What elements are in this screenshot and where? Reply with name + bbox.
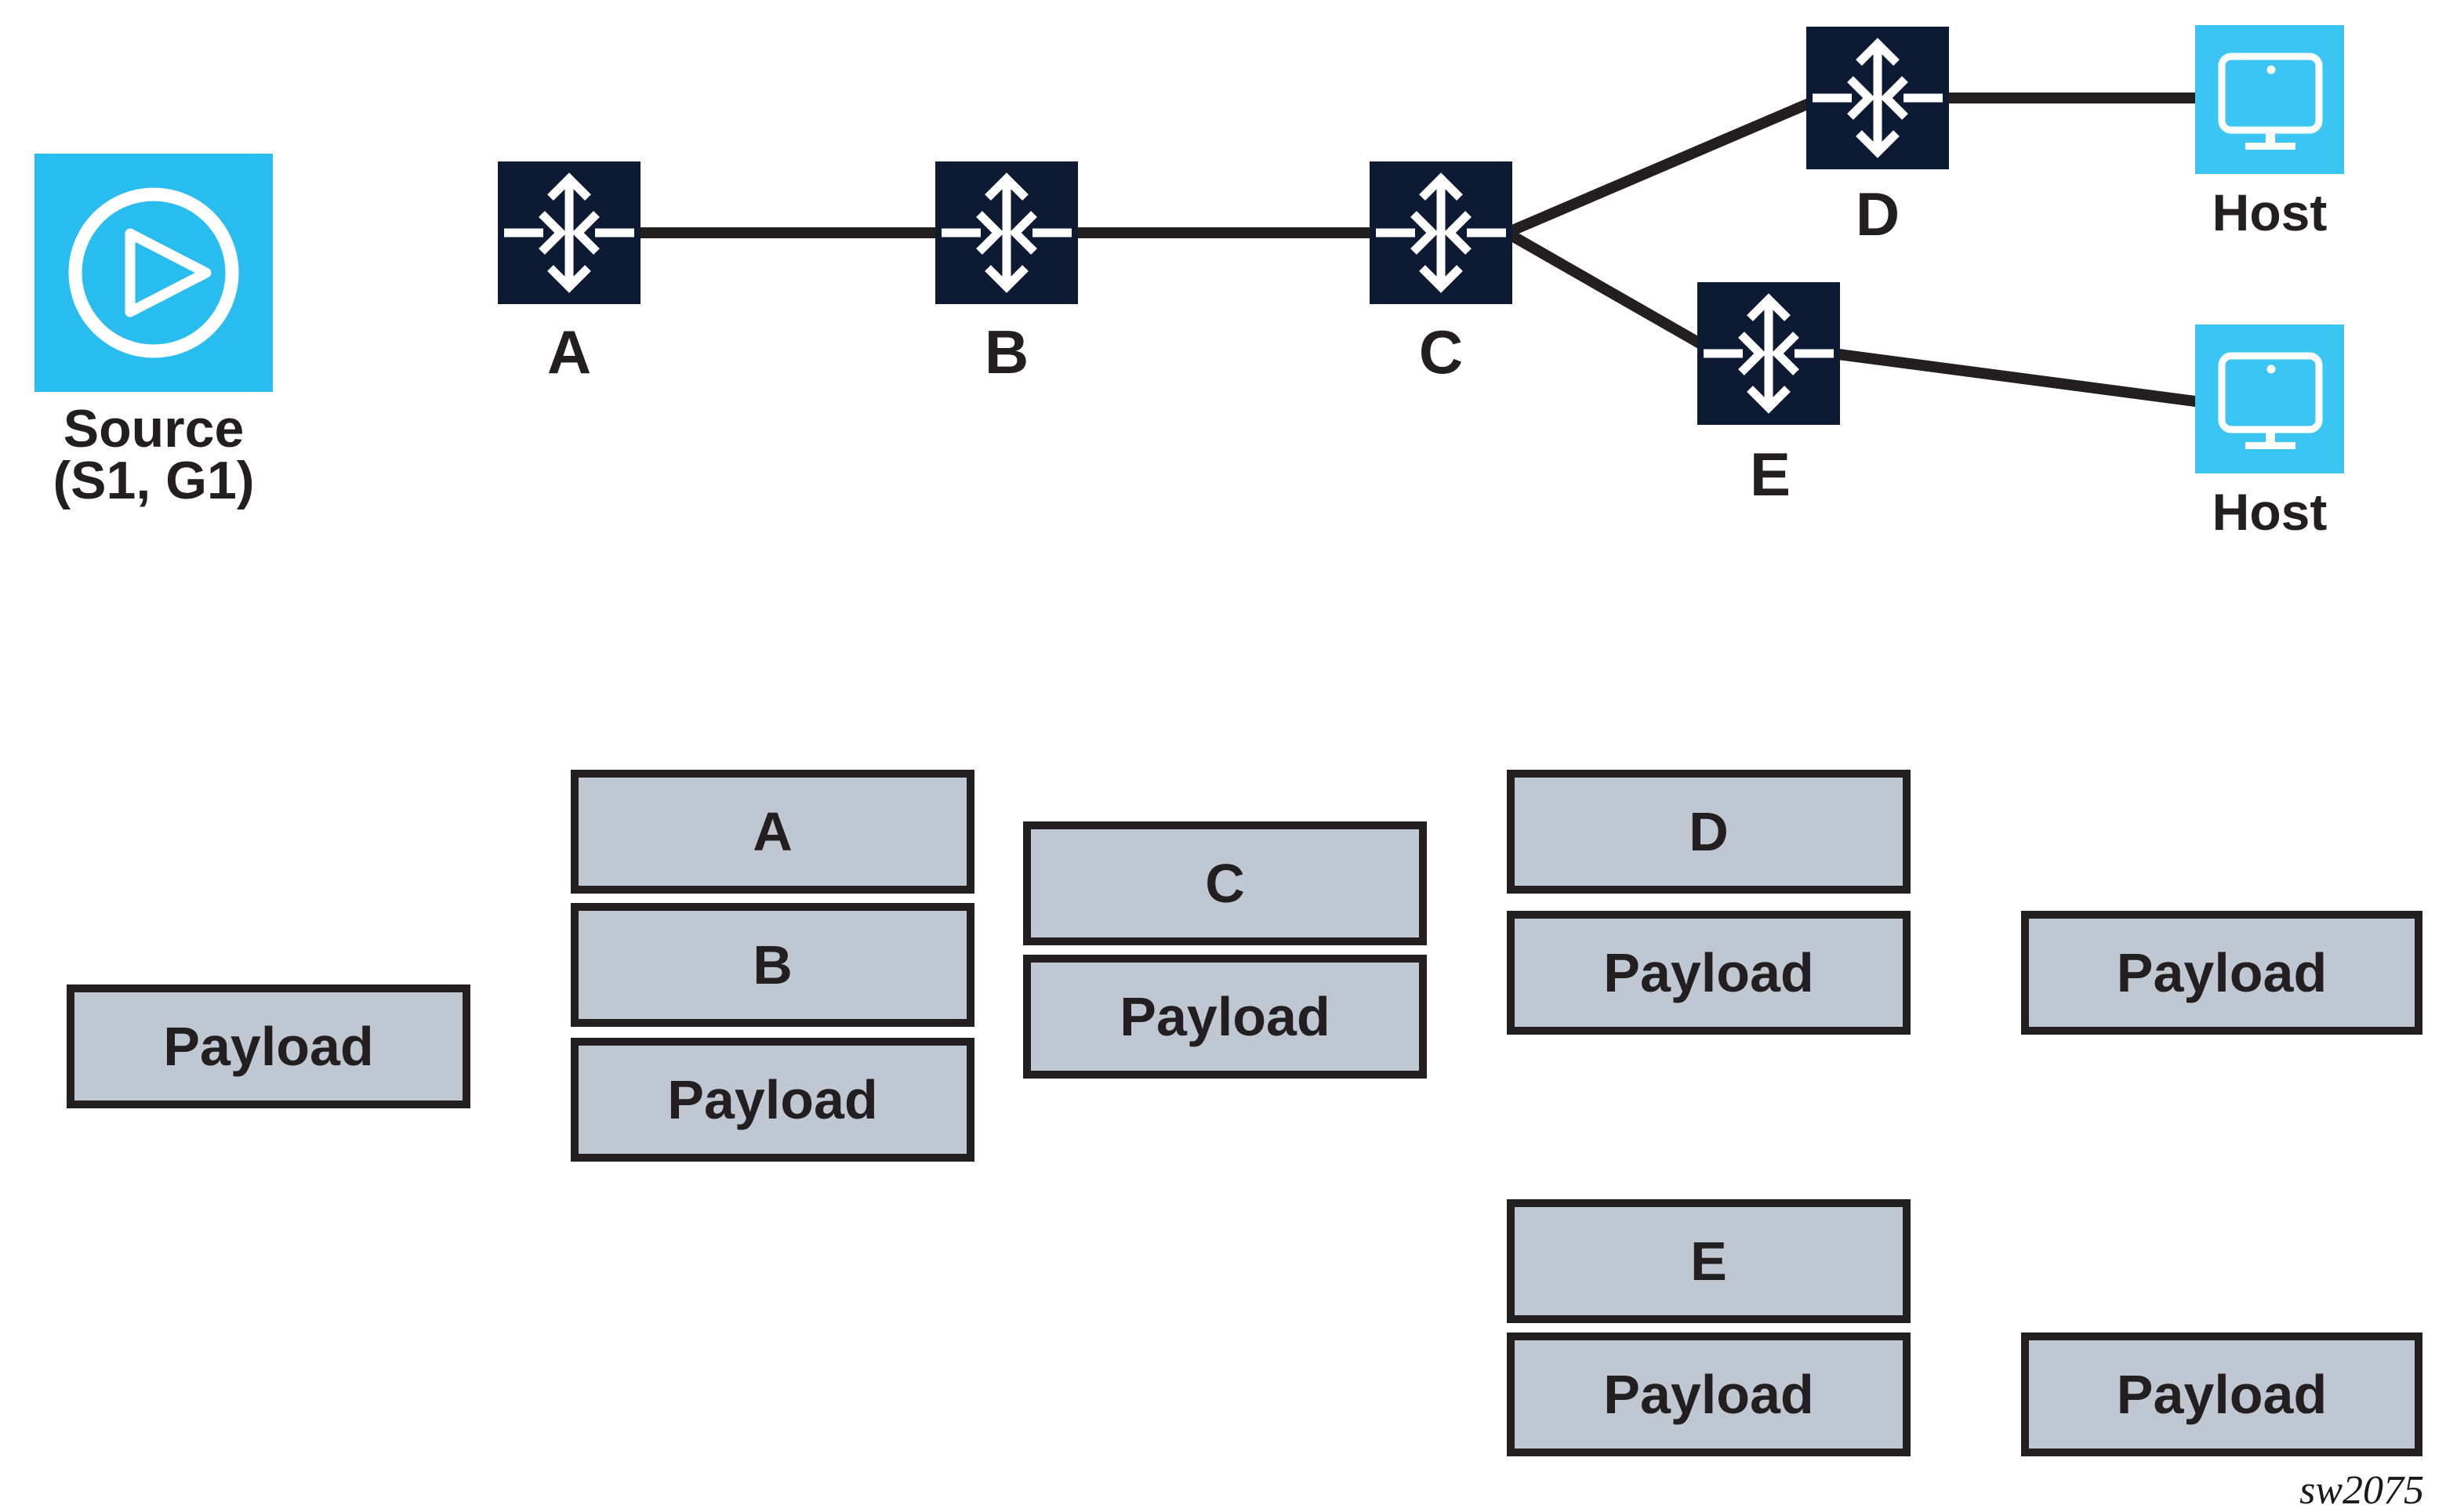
packet-payload-box: Payload [67,984,470,1108]
source-subtitle: (S1, G1) [53,451,255,510]
packet-header-box: E [1507,1199,1911,1323]
router-crossroads-icon [935,161,1078,304]
packet-box-label: Payload [1603,942,1814,1003]
packet-header-box: C [1023,821,1427,945]
host-label-top: Host [2212,183,2328,241]
packet-payload-box: Payload [2021,911,2422,1035]
packet-box-label: A [753,801,793,862]
figure-watermark: sw2075 [2299,1468,2424,1512]
router-node-e [1697,282,1840,425]
packet-box-label: C [1205,853,1245,914]
monitor-icon [2195,25,2344,174]
router-node-a [498,161,641,304]
router-crossroads-icon [498,161,641,304]
packet-box-label: E [1690,1231,1727,1292]
packet-payload-box: Payload [1507,1333,1911,1456]
host-label-bottom: Host [2212,483,2328,541]
packet-box-label: B [753,934,793,995]
packet-header-box: B [571,903,974,1027]
host-node-top [2195,25,2344,174]
play-icon [34,154,273,392]
router-label-a: A [546,317,592,386]
link-c-e [1504,227,1736,368]
packet-payload-box: Payload [1507,911,1911,1035]
packet-box-label: Payload [1603,1364,1814,1425]
packet-payload-box: Payload [2021,1333,2422,1456]
packet-box-label: D [1689,801,1729,862]
packet-box-label: Payload [2116,1364,2328,1425]
packet-payload-box: Payload [1023,955,1427,1079]
packet-payload-box: Payload [571,1038,974,1162]
packet-box-label: Payload [667,1069,878,1130]
source-title: Source [63,399,245,459]
router-label-d: D [1855,179,1900,248]
link-e-host [1838,349,2202,408]
router-node-b [935,161,1078,304]
packet-header-box: A [571,770,974,894]
packet-box-label: Payload [1120,986,1330,1047]
source-node [34,154,273,392]
source-label: Source (S1, G1) [31,399,276,510]
host-node-bottom [2195,325,2344,473]
router-crossroads-icon [1697,282,1840,425]
monitor-icon [2195,325,2344,473]
packet-header-box: D [1507,770,1911,894]
router-label-b: B [984,317,1029,386]
packet-box-label: Payload [163,1016,374,1077]
router-label-e: E [1749,440,1791,509]
router-crossroads-icon [1370,161,1512,304]
router-node-d [1806,27,1949,169]
link-c-d [1504,87,1837,238]
router-crossroads-icon [1806,27,1949,169]
router-label-c: C [1418,317,1464,386]
packet-box-label: Payload [2116,942,2328,1003]
router-node-c [1370,161,1512,304]
